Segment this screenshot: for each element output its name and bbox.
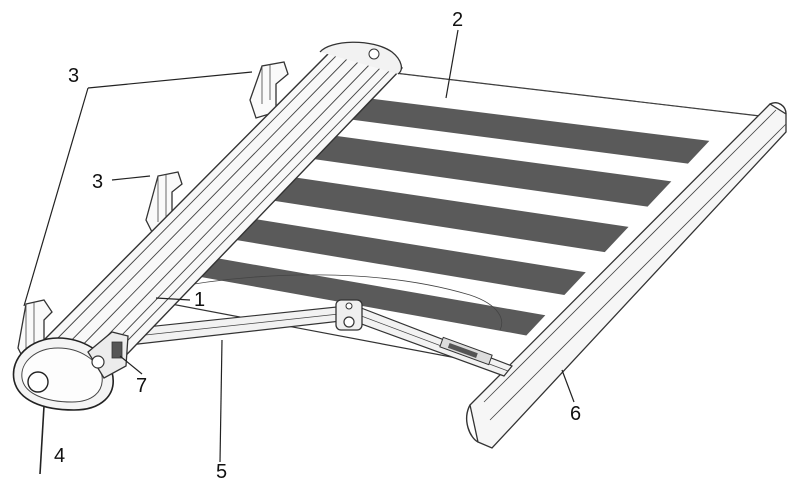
fabric-stripe [335,96,710,164]
label-bracket-pivot: 7 [136,375,147,397]
roller-ribs [51,55,395,370]
fabric-stripe [264,175,629,253]
roller-rib [61,57,349,351]
label-arm: 5 [216,461,227,482]
folding-arm [117,299,513,377]
label-fabric: 2 [452,9,463,31]
reference-labels: 2 3 3 1 7 4 5 6 [54,9,581,482]
fabric-stripe [300,133,672,207]
end-cap-hub [27,371,49,393]
arm-elbow-joint [335,299,363,331]
fabric-underside-curve [159,274,503,331]
label-brackets-middle: 3 [92,171,103,193]
roller-rib [91,63,385,367]
roller-rib [81,61,373,363]
label-front-bar: 6 [570,403,581,425]
roller-rib [99,65,395,370]
fabric-stripe [196,257,546,336]
fabric-stripe [229,217,586,296]
roller-rib [71,59,361,357]
fabric-top-edge [351,67,761,117]
roller-rib [51,55,337,345]
label-arm-joint: 1 [194,289,205,311]
wall-bracket-rear [249,61,289,119]
roller-tube [43,41,403,373]
roller-end-cap [12,337,114,411]
front-bar [466,102,787,449]
label-brackets-left: 3 [68,65,79,87]
fabric-stripes [196,96,710,336]
power-cable [39,405,45,475]
label-cable: 4 [54,445,65,467]
arm-pivot-bracket [87,331,129,379]
leader-lines [23,29,575,463]
